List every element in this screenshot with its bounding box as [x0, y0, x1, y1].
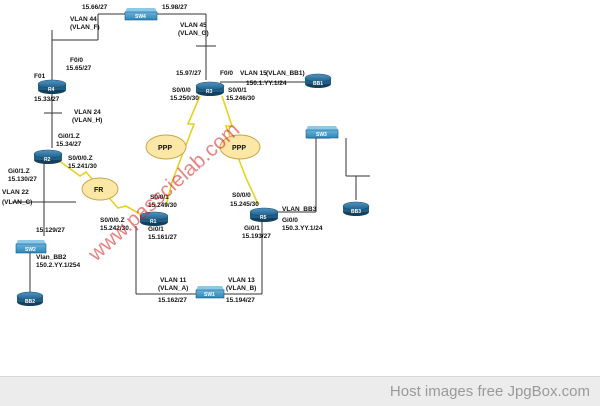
label-r4-f00: F0/0 — [70, 57, 83, 64]
label-r3-s001-ip: 15.246/30 — [226, 95, 255, 102]
label-r1-gi01: Gi0/1 — [148, 226, 164, 233]
label-vlan11-name: (VLAN_A) — [158, 285, 188, 292]
router-bb3[interactable]: BB3 — [342, 201, 370, 216]
router-r3[interactable]: R3 — [195, 81, 225, 96]
bb1-label: BB1 — [313, 81, 323, 87]
r4-label: R4 — [48, 87, 55, 93]
label-r3-s001: S0/0/1 — [228, 87, 247, 94]
label-r5-gi00: Gi0/0 — [282, 217, 298, 224]
label-r3-top-ip: 15.97/27 — [176, 70, 202, 77]
label-vlan15-ip: 150.1.YY.1/24 — [246, 80, 287, 87]
label-sw4-right: 15.98/27 — [162, 4, 188, 11]
label-r1-gi01-ip: 15.161/27 — [148, 234, 177, 241]
ppp-left-label: PPP — [158, 145, 172, 152]
label-r2-gi01z-left-ip: 15.130/27 — [8, 176, 37, 183]
label-r1-s001-ip: 15.249/30 — [148, 202, 177, 209]
label-vlan24-name: (VLAN_H) — [72, 117, 102, 124]
label-r5-s000-ip: 15.245/30 — [230, 201, 259, 208]
label-vlan-bb2-ip: 150.2.YY.1/254 — [36, 262, 80, 269]
label-sw4-left: 15.66/27 — [82, 4, 108, 11]
ppp-cloud-right: PPP — [219, 134, 261, 160]
label-r2-s000z: S0/0/0.Z — [68, 155, 93, 162]
label-vlan13-name: (VLAN_B) — [226, 285, 256, 292]
label-vlan13-ip: 15.194/27 — [226, 297, 255, 304]
router-bb1[interactable]: BB1 — [304, 73, 332, 88]
label-r2-gi01z-left: Gi0/1.Z — [8, 168, 30, 175]
router-r4[interactable]: R4 — [37, 79, 67, 94]
label-vlan45-name: (VLAN_G) — [178, 30, 209, 37]
label-r3-f00: F0/0 — [220, 70, 233, 77]
label-vlan15-name: (VLAN_BB1) — [266, 70, 305, 77]
switch-sw1[interactable]: SW1 — [195, 286, 225, 299]
label-vlan22: VLAN 22 — [2, 189, 29, 196]
label-r2-gi01z-ip: 15.34/27 — [56, 141, 82, 148]
label-r4-f00-ip: 15.65/27 — [66, 65, 92, 72]
label-vlan11-ip: 15.162/27 — [158, 297, 187, 304]
label-r4-f01-ip: 15.33/27 — [34, 96, 60, 103]
label-r5-s000: S0/0/0 — [232, 192, 251, 199]
sw3-label: SW3 — [316, 132, 327, 138]
label-vlan-bb3: VLAN_BB3 — [282, 206, 317, 213]
router-bb2[interactable]: BB2 — [16, 291, 44, 306]
label-vlan24: VLAN 24 — [74, 109, 101, 116]
r2-label: R2 — [44, 157, 51, 163]
label-vlan11: VLAN 11 — [160, 277, 187, 284]
sw4-label: SW4 — [135, 14, 146, 20]
router-r1[interactable]: R1 — [139, 211, 169, 226]
label-r1-s000z-ip: 15.242/30 — [100, 225, 129, 232]
router-r5[interactable]: R5 — [249, 207, 279, 222]
bb2-label: BB2 — [25, 299, 35, 305]
label-r2-gi01z: Gi0/1.Z — [58, 133, 80, 140]
label-vlan22-name: (VLAN_C) — [2, 199, 32, 206]
router-r2[interactable]: R2 — [33, 149, 63, 164]
label-vlan44: VLAN 44 — [70, 16, 97, 23]
label-vlan13: VLAN 13 — [228, 277, 255, 284]
label-r5-gi01: Gi0/1 — [244, 225, 260, 232]
label-sw2-up-ip: 15.129/27 — [36, 227, 65, 234]
ppp-cloud-left: PPP — [145, 134, 187, 160]
r1-label: R1 — [150, 219, 157, 225]
fr-label: FR — [94, 187, 103, 194]
label-r1-s000z: S0/0/0.Z — [100, 217, 125, 224]
footer-bar: Host images free JpgBox.com — [0, 376, 600, 406]
bb3-label: BB3 — [351, 209, 361, 215]
switch-sw2[interactable]: SW2 — [15, 240, 47, 254]
sw2-label: SW2 — [25, 247, 36, 253]
label-r3-s000: S0/0/0 — [172, 87, 191, 94]
label-r4-f01: F01 — [34, 73, 46, 80]
fr-cloud: FR — [81, 177, 119, 201]
interface-labels: 15.66/27 15.98/27 VLAN 44 (VLAN_F) VLAN … — [2, 4, 323, 304]
r5-label: R5 — [260, 215, 267, 221]
footer-text[interactable]: Host images free JpgBox.com — [389, 383, 590, 400]
label-r2-s000z-ip: 15.241/30 — [68, 163, 97, 170]
label-r1-s001: S0/0/1 — [150, 194, 169, 201]
label-r3-s000-ip: 15.250/30 — [170, 95, 199, 102]
label-vlan-bb2: Vlan_BB2 — [36, 254, 67, 261]
label-r5-gi00-ip: 150.3.YY.1/24 — [282, 225, 323, 232]
r3-label: R3 — [206, 89, 213, 95]
sw1-label: SW1 — [204, 292, 215, 298]
switch-sw4[interactable]: SW4 — [124, 8, 158, 21]
label-vlan44-name: (VLAN_F) — [70, 24, 100, 31]
label-vlan15: VLAN 15 — [240, 70, 267, 77]
ppp-right-label: PPP — [232, 145, 246, 152]
label-r5-gi01-ip: 15.193/27 — [242, 233, 271, 240]
switch-sw3[interactable]: SW3 — [305, 126, 339, 139]
label-vlan45: VLAN 45 — [180, 22, 207, 29]
